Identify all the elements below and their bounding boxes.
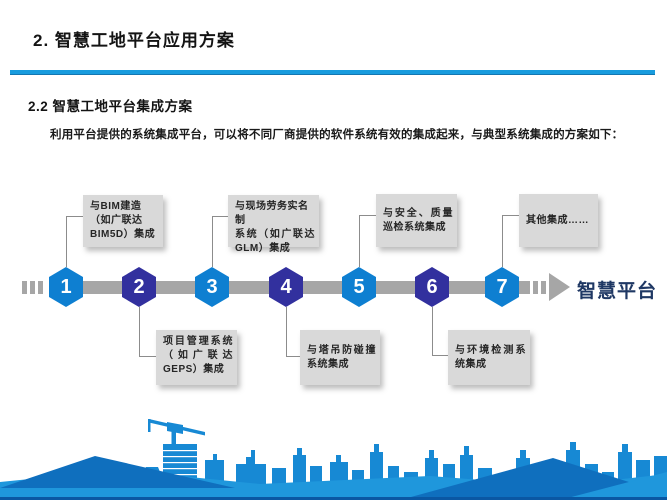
step-hexagon-6: 6 <box>415 267 449 307</box>
intro-paragraph: 利用平台提供的系统集成平台，可以将不同厂商提供的软件系统有效的集成起来，与典型系… <box>50 129 624 141</box>
buildings-path <box>205 442 667 488</box>
callout-text-line: GLM）集成 <box>235 243 291 254</box>
connector-line <box>432 355 448 356</box>
shaft-dash <box>38 281 43 294</box>
callout-text-line: 与塔吊防碰撞 <box>307 345 376 356</box>
hill-dark-left <box>0 456 235 488</box>
step-hexagon-3: 3 <box>195 267 229 307</box>
connector-line <box>359 215 360 267</box>
callout-box-step4: 与塔吊防碰撞 系统集成 <box>300 330 380 385</box>
step-hexagon-2: 2 <box>122 267 156 307</box>
platform-label: 智慧平台 <box>577 281 658 302</box>
callout-text-line: 与BIM建造 <box>90 201 142 212</box>
callout-box-step2: 项目管理系统 （如广联达 GEPS）集成 <box>156 330 237 385</box>
callout-box-step1: 与BIM建造 （如广联达 BIM5D）集成 <box>83 195 163 247</box>
step-number: 3 <box>206 275 218 298</box>
connector-line <box>212 216 228 217</box>
connector-line <box>66 216 83 217</box>
shaft-dash <box>541 281 546 294</box>
timeline-arrow-icon <box>549 273 570 301</box>
connector-line <box>139 356 156 357</box>
connector-line <box>359 215 376 216</box>
bottom-strip <box>0 497 667 500</box>
callout-text-line: 其他集成…… <box>526 215 589 226</box>
step-number: 7 <box>496 275 508 298</box>
callout-text-line: 与环境检测系 <box>455 345 526 356</box>
step-number: 6 <box>426 275 438 298</box>
callout-text-line: GEPS）集成 <box>163 364 225 375</box>
callout-text-line: 统集成 <box>455 359 487 370</box>
connector-line <box>286 307 287 357</box>
callout-text-line: 系统（如广联达 <box>235 229 315 240</box>
step-hexagon-1: 1 <box>49 267 83 307</box>
connector-line <box>502 215 503 267</box>
connector-line <box>432 307 433 356</box>
title-divider-line <box>10 70 655 75</box>
callout-box-step5: 与安全、质量 巡检系统集成 <box>376 194 457 247</box>
callout-text-line: （如广联达 <box>90 215 143 226</box>
callout-text-line: 与安全、质量 <box>383 208 453 219</box>
connector-line <box>286 356 300 357</box>
shaft-dash <box>30 281 35 294</box>
step-number: 2 <box>133 275 145 298</box>
connector-line <box>139 307 140 357</box>
hill-bright-right <box>560 472 667 500</box>
callout-text-line: 系统集成 <box>307 359 349 370</box>
step-hexagon-4: 4 <box>269 267 303 307</box>
building-floor-stripes <box>163 450 197 476</box>
connector-line <box>66 216 67 267</box>
step-number: 5 <box>353 275 365 298</box>
shaft-dash <box>22 281 27 294</box>
city-skyline-graphic <box>0 419 667 500</box>
callout-text-line: 巡检系统集成 <box>383 222 446 233</box>
callout-text-line: （如广联达 <box>163 350 233 361</box>
callout-box-step3: 与现场劳务实名制 系统（如广联达 GLM）集成 <box>228 195 319 254</box>
callout-text-line: 与现场劳务实名制 <box>235 201 309 226</box>
connector-line <box>502 215 519 216</box>
page-title: 2. 智慧工地平台应用方案 <box>33 31 235 50</box>
step-number: 4 <box>280 275 292 298</box>
callout-text-line: BIM5D）集成 <box>90 229 156 240</box>
shaft-dash <box>533 281 538 294</box>
crane-icon <box>148 419 205 449</box>
callout-box-step7: 其他集成…… <box>519 194 598 247</box>
callout-box-step6: 与环境检测系 统集成 <box>448 330 530 385</box>
section-title: 2.2 智慧工地平台集成方案 <box>28 99 193 114</box>
callout-text-line: 项目管理系统 <box>163 336 233 347</box>
step-hexagon-7: 7 <box>485 267 519 307</box>
connector-line <box>212 216 213 267</box>
step-hexagon-5: 5 <box>342 267 376 307</box>
step-number: 1 <box>60 275 72 298</box>
